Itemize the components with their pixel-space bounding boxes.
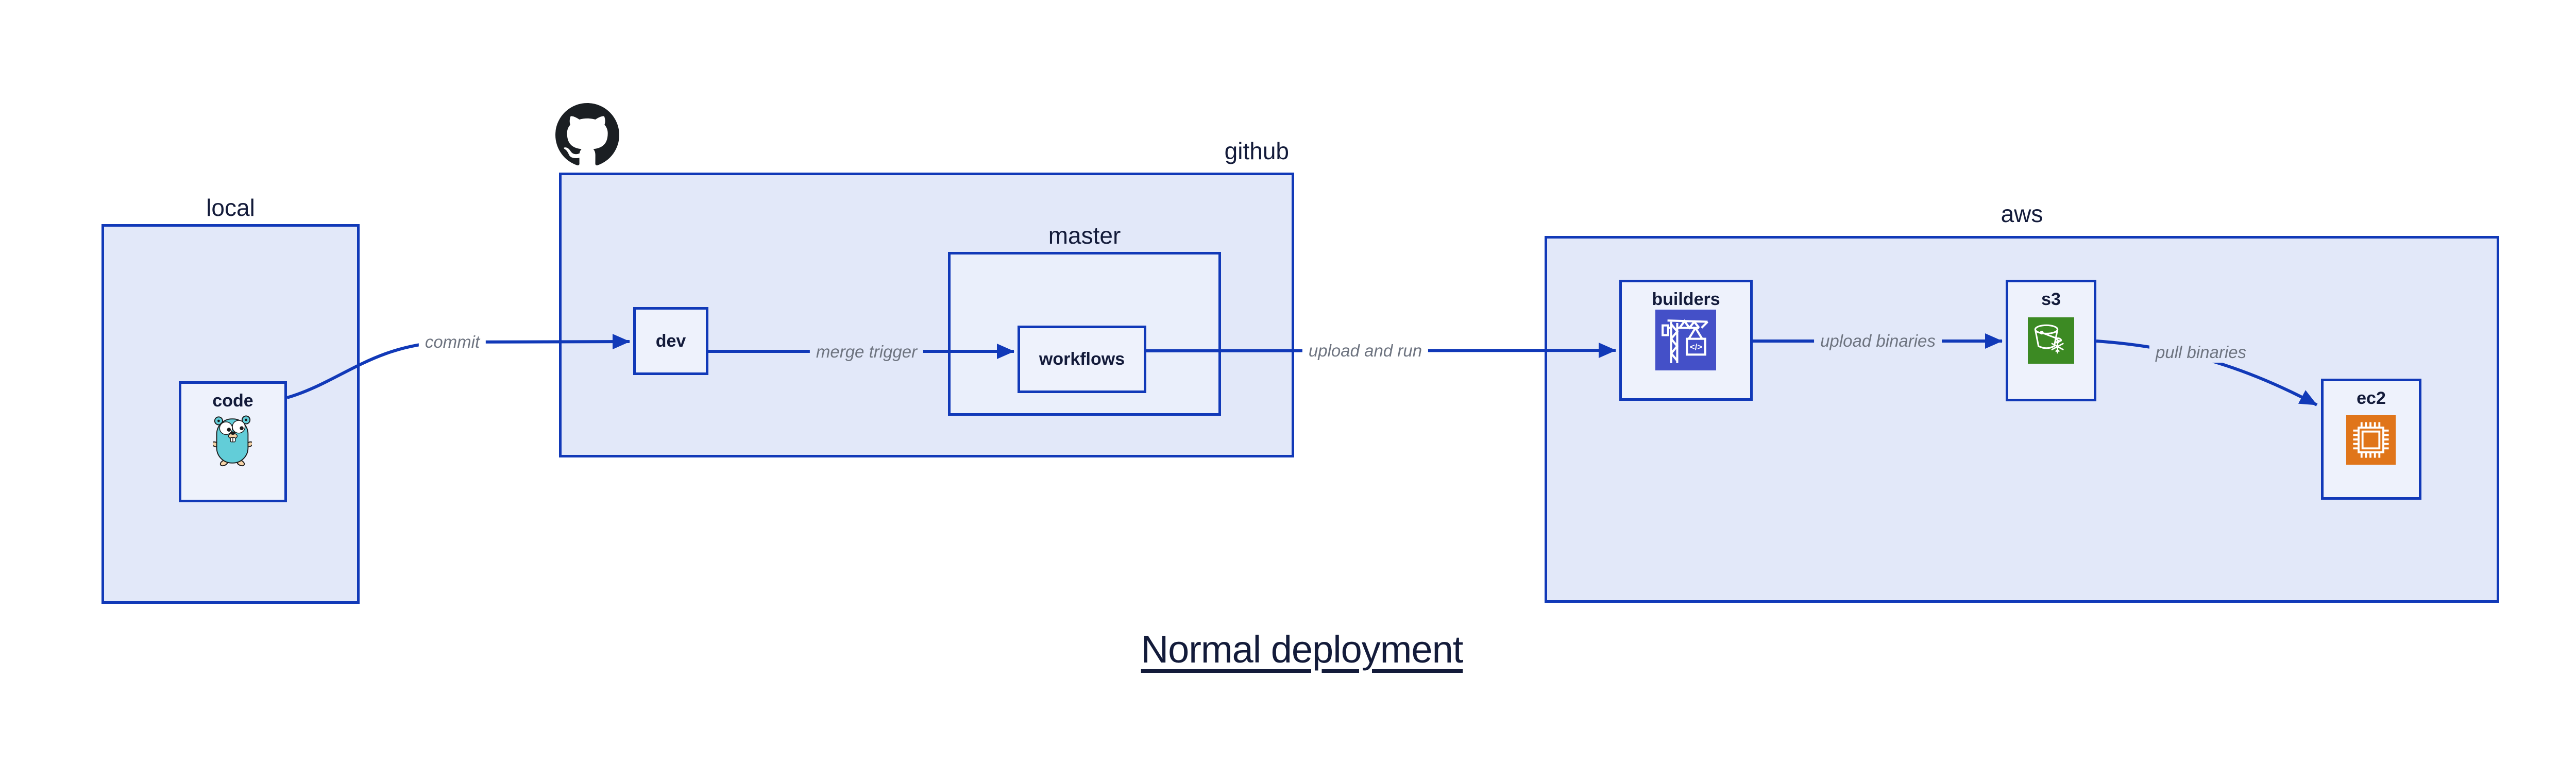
codebuild-crane-icon: </> xyxy=(1655,310,1716,370)
s3-bucket-snowflake-icon xyxy=(2028,317,2074,364)
svg-text:</>: </> xyxy=(1690,343,1702,352)
container-label-master: master xyxy=(1048,222,1121,249)
node-label-dev: dev xyxy=(655,331,686,351)
cpu-chip-icon xyxy=(2346,415,2396,465)
edge-label-merge-trigger: merge trigger xyxy=(809,342,924,362)
edge-label-upload-and-run: upload and run xyxy=(1302,341,1429,361)
github-logo-icon xyxy=(555,103,619,165)
node-label-code: code xyxy=(212,391,253,411)
go-gopher-icon xyxy=(213,415,252,467)
edge-label-pull-binaries: pull binaries xyxy=(2149,342,2253,363)
node-dev: dev xyxy=(633,307,708,375)
edge-label-commit: commit xyxy=(418,332,486,352)
container-label-local: local xyxy=(206,194,255,221)
node-label-ec2: ec2 xyxy=(2357,388,2386,408)
diagram-title: Normal deployment xyxy=(1141,628,1464,671)
edge-label-upload-binaries: upload binaries xyxy=(1814,331,1942,351)
node-label-s3: s3 xyxy=(2041,290,2061,309)
node-workflows: workflows xyxy=(1018,326,1146,393)
node-label-builders: builders xyxy=(1652,290,1720,309)
container-label-aws: aws xyxy=(2001,200,2043,227)
node-s3: s3 xyxy=(2006,280,2096,401)
container-label-github: github xyxy=(1224,138,1289,164)
node-label-workflows: workflows xyxy=(1039,349,1125,369)
